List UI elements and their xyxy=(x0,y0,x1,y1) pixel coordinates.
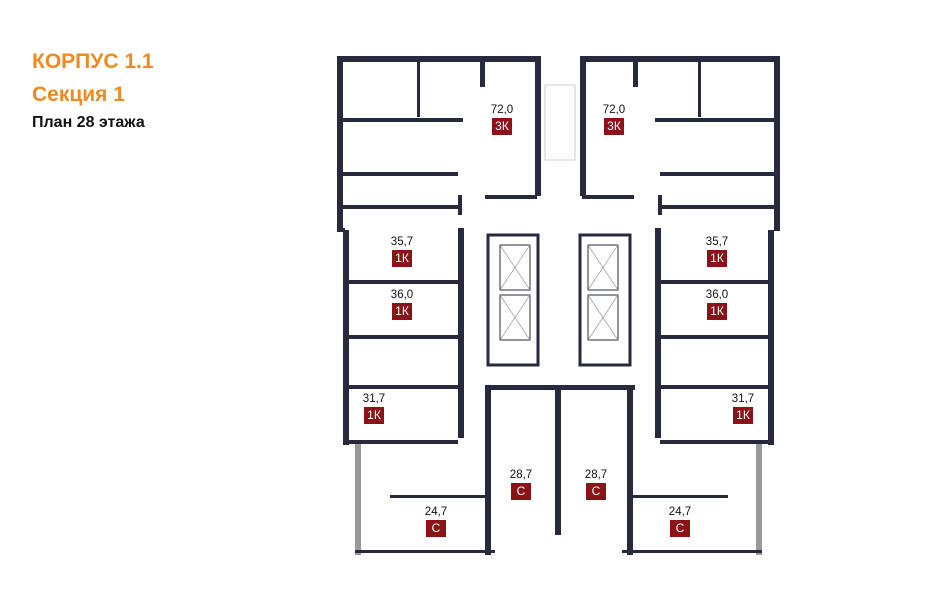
apartment-area: 36,0 xyxy=(390,289,414,301)
apartment-type-badge: 1К xyxy=(392,250,412,267)
apartment-type-badge: С xyxy=(511,483,531,500)
apartment-1k-36-left[interactable]: 36,0 1К xyxy=(382,289,422,320)
elevator-core xyxy=(486,84,632,367)
apartment-area: 31,7 xyxy=(362,393,386,405)
apartment-type-badge: 1К xyxy=(707,303,727,320)
apartment-1k-31-left[interactable]: 31,7 1К xyxy=(354,393,394,424)
apartment-type-badge: С xyxy=(426,520,446,537)
apartment-area: 72,0 xyxy=(602,104,626,116)
apartment-type-badge: С xyxy=(670,520,690,537)
apartment-area: 28,7 xyxy=(509,469,533,481)
apartment-area: 28,7 xyxy=(584,469,608,481)
apartment-type-badge: С xyxy=(586,483,606,500)
building-title: КОРПУС 1.1 xyxy=(32,50,154,73)
apartment-type-badge: 3К xyxy=(604,118,624,135)
apartment-1k-36-right[interactable]: 36,0 1К xyxy=(697,289,737,320)
apartment-area: 72,0 xyxy=(490,104,514,116)
interior-walls xyxy=(343,56,775,555)
apartment-area: 35,7 xyxy=(390,236,414,248)
apartment-3k-left[interactable]: 72,0 3К xyxy=(482,104,522,135)
apartment-1k-35-right[interactable]: 35,7 1К xyxy=(697,236,737,267)
apartment-area: 36,0 xyxy=(705,289,729,301)
apartment-area: 24,7 xyxy=(424,506,448,518)
apartment-1k-31-right[interactable]: 31,7 1К xyxy=(723,393,763,424)
section-title: Секция 1 xyxy=(32,83,125,106)
apartment-area: 31,7 xyxy=(731,393,755,405)
apartment-3k-right[interactable]: 72,0 3К xyxy=(594,104,634,135)
apartment-area: 35,7 xyxy=(705,236,729,248)
apartment-type-badge: 1К xyxy=(733,407,753,424)
apartment-type-badge: 1К xyxy=(364,407,384,424)
apartment-area: 24,7 xyxy=(668,506,692,518)
apartment-1k-35-left[interactable]: 35,7 1К xyxy=(382,236,422,267)
floor-plan-title: План 28 этажа xyxy=(32,114,145,131)
apartment-type-badge: 1К xyxy=(392,303,412,320)
apartment-type-badge: 1К xyxy=(707,250,727,267)
apartment-type-badge: 3К xyxy=(492,118,512,135)
